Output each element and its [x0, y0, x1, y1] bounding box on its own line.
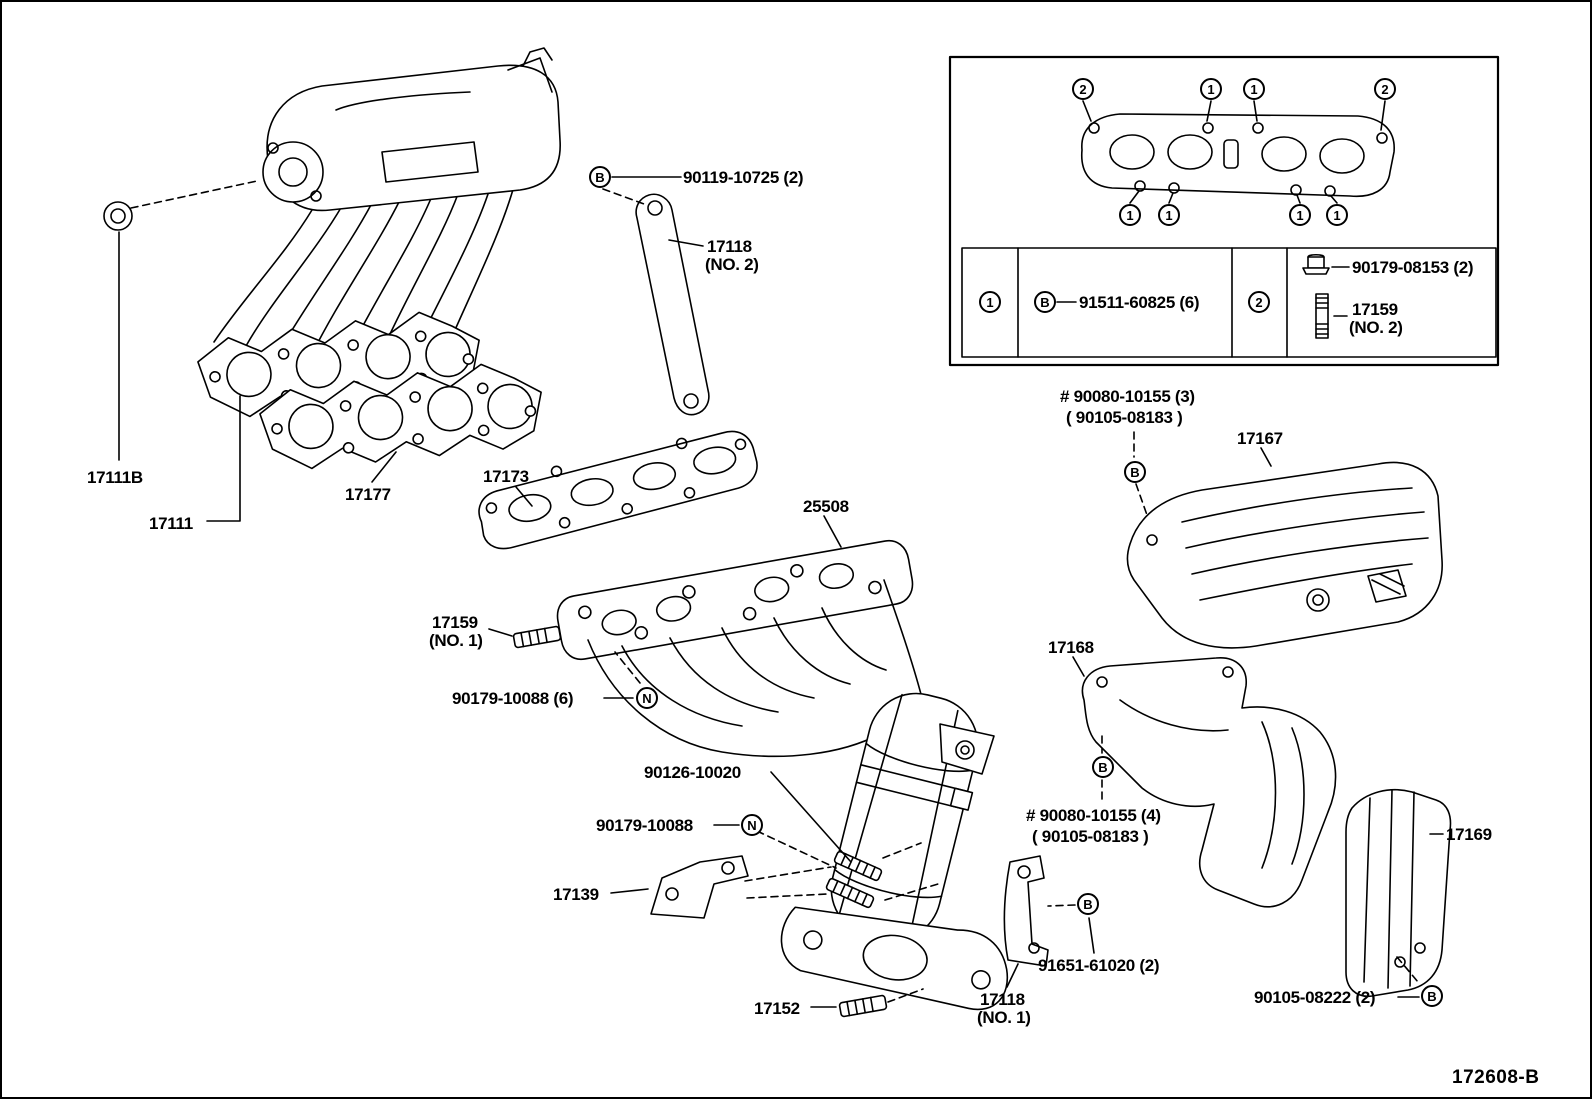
bolt-symbol-b-icon: B	[1092, 756, 1114, 778]
nut-symbol-n-icon: N	[741, 814, 763, 836]
dashed-leader-lines	[130, 180, 1419, 1003]
part-label-90105-08183-alt2: ( 90105-08183 )	[1032, 827, 1149, 846]
part-label-17118-no2: 17118	[707, 237, 752, 256]
part-label-17169: 17169	[1446, 825, 1492, 844]
heat-shield-17168	[1081, 657, 1337, 908]
part-label-90126-10020: 90126-10020	[644, 763, 741, 782]
part-label-90080-10155x4: # 90080-10155 (4)	[1026, 806, 1161, 825]
stay-17118-no2	[635, 193, 710, 416]
part-label-17139: 17139	[553, 885, 599, 904]
part-label-17118-no1-note: (NO. 1)	[977, 1008, 1031, 1027]
intake-manifold-plenum	[262, 47, 561, 212]
part-label-17168: 17168	[1048, 638, 1094, 657]
converter-outlet-flange	[780, 906, 1009, 1011]
legend-part-17159-no2: 17159	[1352, 300, 1398, 319]
part-label-17118-no1: 17118	[980, 990, 1025, 1009]
exhaust-gasket-17173	[478, 430, 758, 550]
exhaust-manifold-tubes	[587, 579, 923, 758]
part-label-17167: 17167	[1237, 429, 1283, 448]
stud-icon	[1315, 293, 1329, 339]
part-label-90179-10088x6: 90179-10088 (6)	[452, 689, 574, 708]
legend-leader-lines	[1056, 100, 1386, 317]
part-label-90105-08183-alt: ( 90105-08183 )	[1066, 408, 1183, 427]
catalytic-converter-25508	[830, 692, 979, 942]
intake-manifold-runners	[213, 185, 515, 365]
part-label-17152: 17152	[754, 999, 800, 1018]
heat-shield-17169	[1345, 788, 1452, 997]
callout-1-icon: 1	[1289, 204, 1311, 226]
o-ring-17111b	[103, 201, 133, 231]
part-label-17159-no1-note: (NO. 1)	[429, 631, 483, 650]
part-label-17177: 17177	[345, 485, 391, 504]
bolt-90126-b	[825, 877, 875, 909]
legend-box	[948, 55, 1500, 367]
exhaust-manifold-flange	[556, 539, 914, 661]
legend-part-91511: 91511-60825 (6)	[1079, 293, 1200, 312]
nut-icon	[1302, 253, 1330, 275]
bolt-symbol-b-icon: B	[1077, 893, 1099, 915]
converter-gusset	[939, 723, 995, 775]
callout-2-icon: 2	[1072, 78, 1094, 100]
bracket-17118-no1	[1003, 855, 1049, 967]
bracket-17139	[650, 855, 749, 919]
part-label-90080-10155x3: # 90080-10155 (3)	[1060, 387, 1195, 406]
part-label-90105-08222: 90105-08222 (2)	[1254, 988, 1376, 1007]
legend-part-17159-no2-note: (NO. 2)	[1349, 318, 1403, 337]
callout-1-icon: 1	[1326, 204, 1348, 226]
part-label-17111: 17111	[149, 514, 193, 533]
callout-1-icon: 1	[1158, 204, 1180, 226]
stud-17159-no1	[512, 625, 562, 649]
legend-part-90179-08153: 90179-08153 (2)	[1352, 258, 1474, 277]
heat-shield-17167	[1126, 461, 1443, 649]
callout-1-icon: 1	[1243, 78, 1265, 100]
callout-2-icon: 2	[1374, 78, 1396, 100]
stud-17152	[838, 994, 888, 1018]
part-label-17111b: 17111B	[87, 468, 143, 487]
part-label-90179-10088: 90179-10088	[596, 816, 693, 835]
part-label-17118-no2-note: (NO. 2)	[705, 255, 759, 274]
legend-key-2-icon: 2	[1248, 291, 1270, 313]
bolt-symbol-b-icon: B	[1421, 985, 1443, 1007]
bolt-symbol-b-icon: B	[1124, 461, 1146, 483]
leader-lines	[118, 176, 1444, 1008]
sheet-code: 172608-B	[1452, 1067, 1540, 1088]
part-label-90119-10725: 90119-10725 (2)	[683, 168, 804, 187]
part-label-91651-61020: 91651-61020 (2)	[1038, 956, 1160, 975]
part-label-17173: 17173	[483, 467, 529, 486]
part-label-17159-no1: 17159	[432, 613, 478, 632]
legend-key-1-icon: 1	[979, 291, 1001, 313]
callout-1-icon: 1	[1200, 78, 1222, 100]
bolt-90126	[833, 850, 883, 882]
part-label-25508: 25508	[803, 497, 849, 516]
bolt-symbol-b-icon: B	[589, 166, 611, 188]
nut-symbol-n-icon: N	[636, 687, 658, 709]
callout-1-icon: 1	[1119, 204, 1141, 226]
bolt-symbol-b-icon: B	[1034, 291, 1056, 313]
